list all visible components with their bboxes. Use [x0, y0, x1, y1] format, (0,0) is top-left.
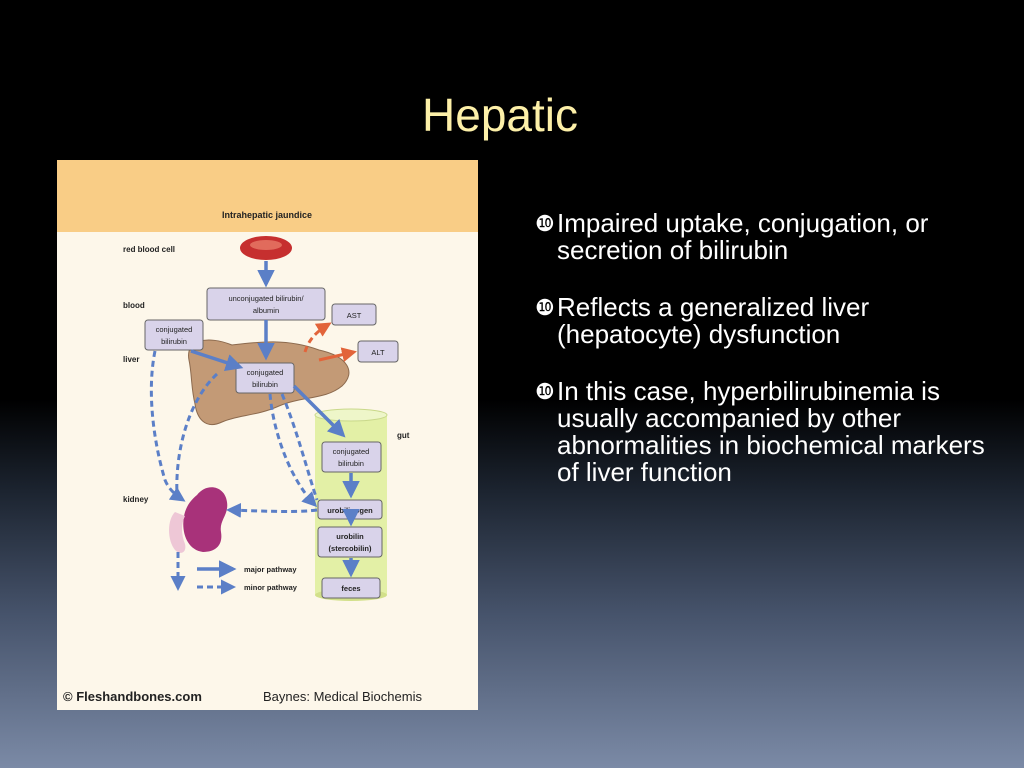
label-kidney: kidney	[123, 495, 149, 504]
arrow-liver-to-urobilinogen-a	[268, 393, 318, 508]
legend-major-label: major pathway	[244, 565, 297, 574]
slide-title: Hepatic	[422, 89, 578, 141]
arrow-liver-to-alt	[318, 347, 357, 362]
figure-credit-source: Baynes: Medical Biochemis	[263, 689, 422, 704]
bullet-item: ❿ In this case, hyperbilirubinemia is us…	[535, 378, 1005, 486]
legend-minor-label: minor pathway	[244, 583, 298, 592]
box-conj-liver-line1: conjugated	[247, 368, 284, 377]
box-urobilinogen-label: urobilinogen	[327, 506, 373, 515]
bullet-marker-icon: ❿	[535, 379, 555, 404]
box-feces: feces	[321, 577, 381, 599]
box-urobilin-line1: urobilin	[336, 532, 364, 541]
label-red-blood-cell: red blood cell	[123, 245, 175, 254]
box-urobilin-line2: (stercobilin)	[329, 544, 372, 553]
arrow-liver-to-urobilinogen-b	[280, 393, 319, 501]
box-conj-blood-line2: bilirubin	[161, 337, 187, 346]
arrow-liver-to-gut	[292, 384, 346, 438]
box-conjugated-gut: conjugated bilirubin	[321, 441, 382, 473]
label-gut: gut	[397, 431, 410, 440]
box-conj-blood-line1: conjugated	[156, 325, 193, 334]
bullet-text: Reflects a generalized liver (hepatocyte…	[557, 292, 870, 349]
box-ast: AST	[331, 303, 377, 326]
box-urobilin: urobilin (stercobilin)	[317, 526, 383, 558]
bullet-item: ❿ Impaired uptake, conjugation, or secre…	[535, 210, 1005, 264]
legend: major pathway minor pathway	[197, 560, 298, 595]
header-band	[57, 160, 478, 232]
box-conj-liver-line2: bilirubin	[252, 380, 278, 389]
box-unconjugated: unconjugated bilirubin/ albumin	[206, 287, 326, 321]
diagram-svg: Intrahepatic jaundice red blood cell blo…	[57, 160, 478, 710]
box-feces-label: feces	[341, 584, 360, 593]
figure-header: Intrahepatic jaundice	[222, 210, 312, 220]
red-blood-cell-icon	[240, 236, 292, 260]
arrow-blood-conj-to-kidney	[149, 350, 186, 502]
box-conjugated-liver: conjugated bilirubin	[235, 362, 295, 394]
kidney-icon	[169, 487, 228, 553]
arrow-liver-to-kidney	[175, 372, 219, 496]
box-urobilinogen: urobilinogen	[317, 499, 383, 520]
bullet-item: ❿ Reflects a generalized liver (hepatocy…	[535, 294, 1005, 348]
arrow-blood-conj-to-liver	[190, 349, 244, 371]
bullet-list: ❿ Impaired uptake, conjugation, or secre…	[535, 210, 1005, 516]
arrow-liver-to-ast	[303, 322, 332, 353]
box-ast-label: AST	[347, 311, 362, 320]
box-unconjugated-line1: unconjugated bilirubin/	[228, 294, 304, 303]
bullet-marker-icon: ❿	[535, 295, 555, 320]
box-conjugated-blood: conjugated bilirubin	[144, 319, 204, 351]
figure-credit: © Fleshandbones.com	[63, 689, 202, 704]
box-conj-gut-line1: conjugated	[333, 447, 370, 456]
intrahepatic-jaundice-figure: Intrahepatic jaundice red blood cell blo…	[57, 160, 478, 710]
box-unconjugated-line2: albumin	[253, 306, 279, 315]
bullet-text: In this case, hyperbilirubinemia is usua…	[557, 376, 985, 487]
label-liver: liver	[123, 355, 139, 364]
box-alt-label: ALT	[371, 348, 385, 357]
bullet-text: Impaired uptake, conjugation, or secreti…	[557, 208, 929, 265]
label-blood: blood	[123, 301, 145, 310]
arrow-urobilinogen-to-kidney	[226, 502, 318, 518]
box-conj-gut-line2: bilirubin	[338, 459, 364, 468]
box-alt: ALT	[357, 340, 399, 363]
bullet-marker-icon: ❿	[535, 211, 555, 236]
